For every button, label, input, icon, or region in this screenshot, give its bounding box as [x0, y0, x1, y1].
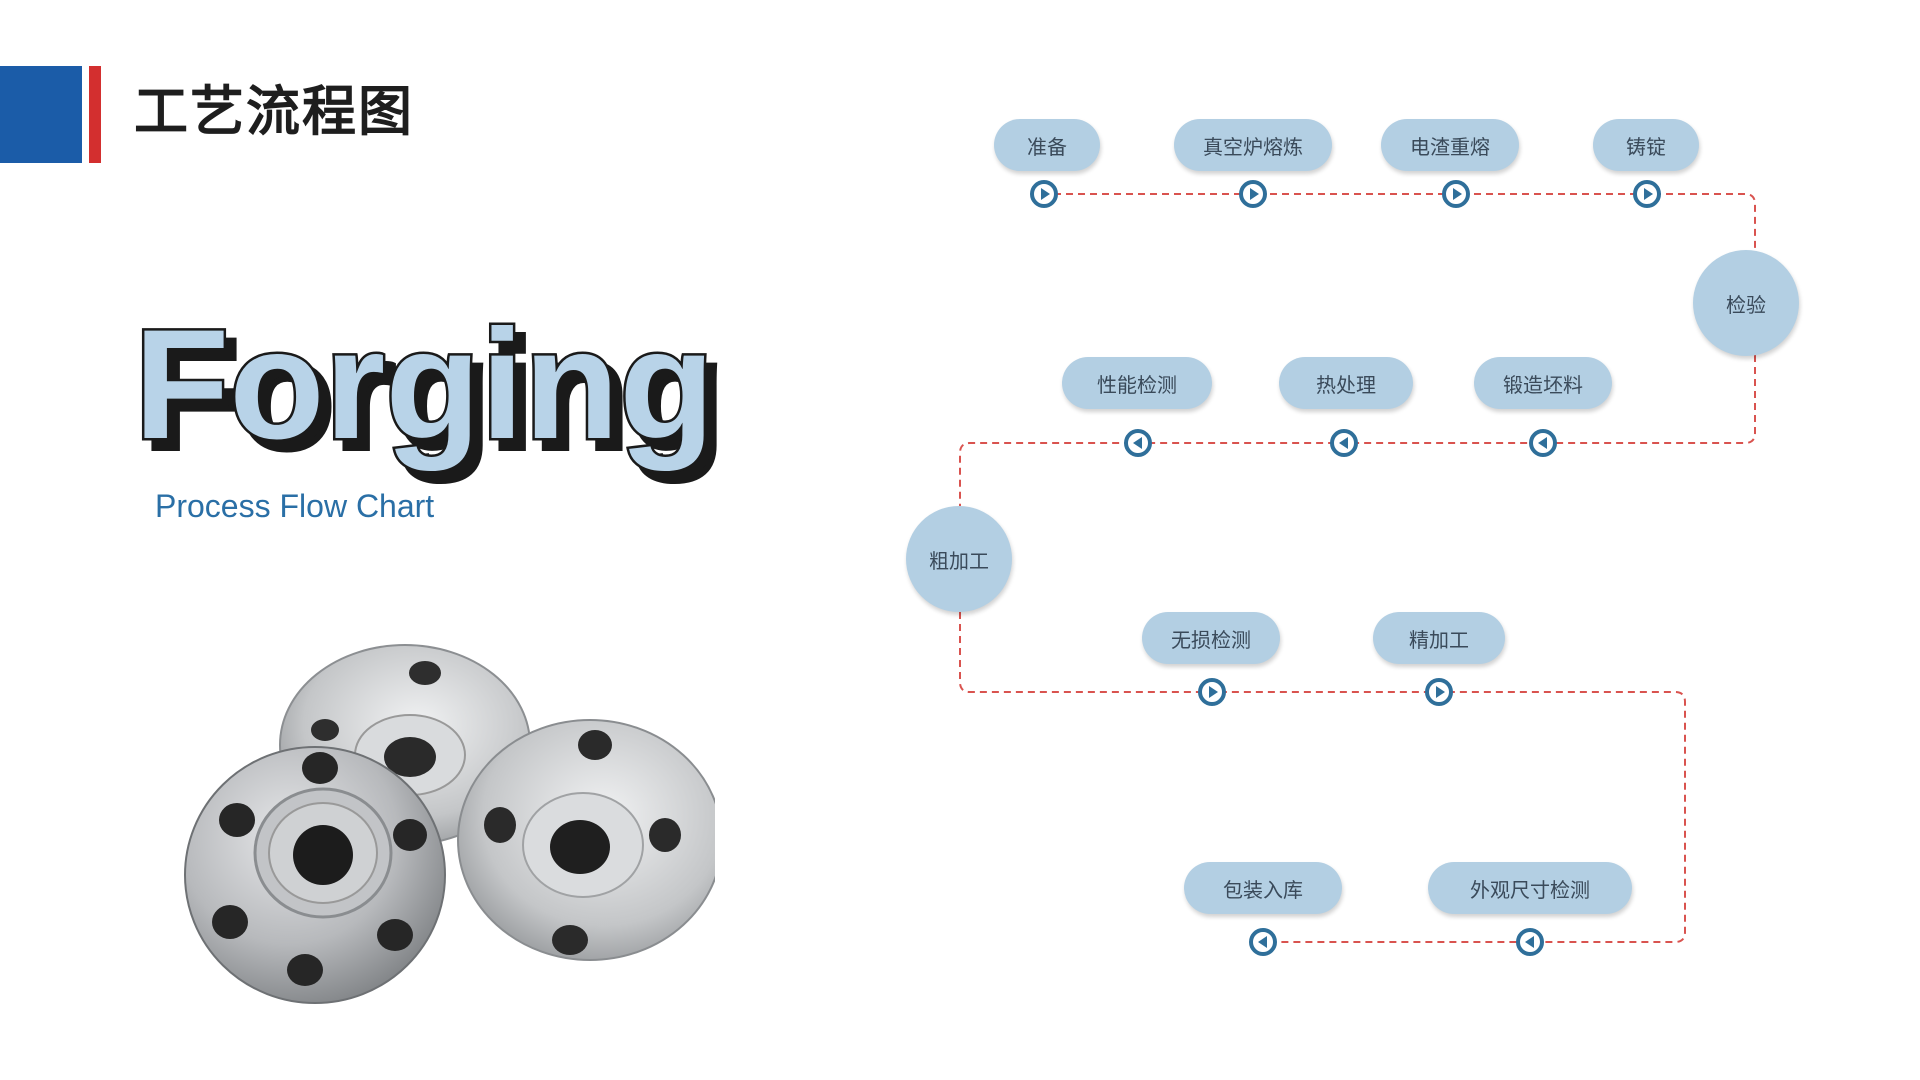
flow-step-performance-test: 性能检测: [1062, 357, 1212, 409]
flow-arrow-right-icon: [1030, 180, 1058, 208]
flow-arrow-right-icon: [1425, 678, 1453, 706]
connector-line: [959, 612, 1686, 943]
flow-arrow-right-icon: [1633, 180, 1661, 208]
flow-step-finish-machining: 精加工: [1373, 612, 1505, 664]
flow-step-inspection: 检验: [1693, 250, 1799, 356]
hero-word: Forging Forging: [132, 300, 728, 485]
flow-arrow-right-icon: [1198, 678, 1226, 706]
flow-arrow-left-icon: [1124, 429, 1152, 457]
flow-step-visual-dimension-check: 外观尺寸检测: [1428, 862, 1632, 914]
header-red-bar: [89, 66, 101, 163]
flow-arrow-right-icon: [1239, 180, 1267, 208]
flow-step-heat-treatment: 热处理: [1279, 357, 1413, 409]
connector-line: [959, 355, 1756, 506]
flow-arrow-left-icon: [1249, 928, 1277, 956]
flow-step-prepare: 准备: [994, 119, 1100, 171]
flow-step-vacuum-melting: 真空炉熔炼: [1174, 119, 1332, 171]
page-title: 工艺流程图: [134, 80, 414, 143]
hero-word-shadow: Forging: [144, 308, 725, 482]
flow-step-ndt: 无损检测: [1142, 612, 1280, 664]
hero-word-text: Forging: [134, 300, 715, 472]
flow-arrow-left-icon: [1529, 429, 1557, 457]
header-blue-block: [0, 66, 82, 163]
flow-arrow-left-icon: [1330, 429, 1358, 457]
flow-arrow-right-icon: [1442, 180, 1470, 208]
flange-photo: [184, 644, 715, 1004]
flow-step-rough-machining: 粗加工: [906, 506, 1012, 612]
hero-subtitle: Process Flow Chart: [155, 488, 435, 524]
connector-line: [1042, 193, 1756, 250]
flow-arrow-left-icon: [1516, 928, 1544, 956]
flow-step-forging-billet: 锻造坯料: [1474, 357, 1612, 409]
flow-step-ingot: 铸锭: [1593, 119, 1699, 171]
flow-step-packing-storage: 包装入库: [1184, 862, 1342, 914]
flow-step-electroslag-remelting: 电渣重熔: [1381, 119, 1519, 171]
